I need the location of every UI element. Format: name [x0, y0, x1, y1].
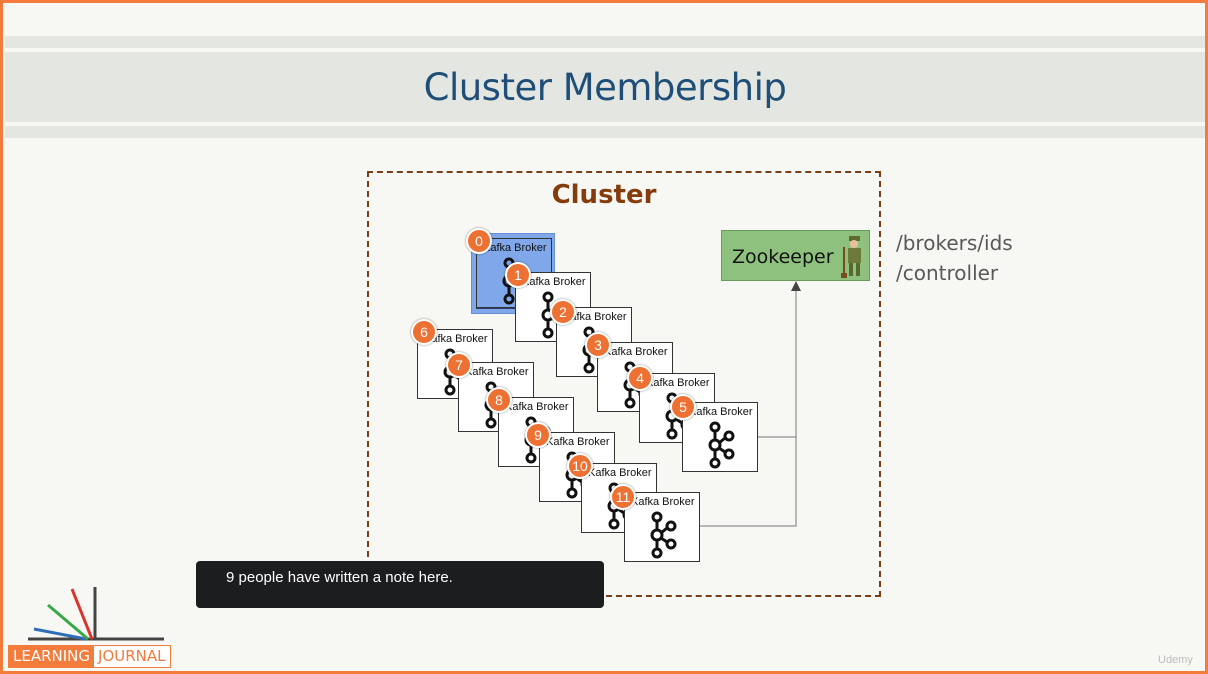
toast-text: 9 people have written a note here. — [226, 569, 453, 586]
broker-id-badge-8: 8 — [486, 387, 512, 413]
zookeeper-keeper-icon — [841, 236, 861, 278]
broker-id-badge-7: 7 — [446, 352, 472, 378]
udemy-watermark: Udemy — [1158, 654, 1193, 666]
notes-toast[interactable]: 9 people have written a note here. — [196, 561, 604, 608]
kafka-broker-label: Kafka Broker — [522, 276, 586, 288]
cluster-box — [367, 171, 881, 597]
kafka-broker-label: Kafka Broker — [465, 366, 529, 378]
path-controller: /controller — [896, 261, 999, 285]
title-band-bottom — [5, 126, 1205, 138]
kafka-broker-label: Kafka Broker — [424, 333, 488, 345]
kafka-broker-label: Kafka Broker — [689, 406, 753, 418]
kafka-broker-label: Kafka Broker — [505, 401, 569, 413]
kafka-broker-label: Kafka Broker — [631, 496, 695, 508]
kafka-broker-label: Kafka Broker — [646, 377, 710, 389]
logo-word-learning: LEARNING — [9, 646, 95, 667]
kafka-broker-label: Kafka Broker — [483, 242, 547, 254]
broker-id-badge-0: 0 — [466, 228, 492, 254]
broker-id-badge-10: 10 — [567, 453, 593, 479]
kafka-broker-11: Kafka Broker — [624, 492, 700, 562]
title-band: Cluster Membership — [5, 52, 1205, 122]
logo-word-journal: JOURNAL — [94, 646, 170, 667]
broker-id-badge-11: 11 — [610, 484, 636, 510]
cluster-label: Cluster — [551, 180, 657, 210]
broker-id-badge-5: 5 — [670, 394, 696, 420]
zookeeper-paths: /brokers/ids /controller — [896, 228, 1013, 288]
path-brokers-ids: /brokers/ids — [896, 231, 1013, 255]
broker-id-badge-4: 4 — [627, 365, 653, 391]
zookeeper-label: Zookeeper — [732, 246, 834, 268]
broker-id-badge-6: 6 — [411, 319, 437, 345]
kafka-broker-label: Kafka Broker — [546, 436, 610, 448]
kafka-broker-5: Kafka Broker — [682, 402, 758, 472]
logo-wordmark: LEARNING JOURNAL — [8, 645, 171, 668]
kafka-broker-label: Kafka Broker — [604, 346, 668, 358]
broker-id-badge-9: 9 — [525, 422, 551, 448]
title-band-top — [5, 36, 1205, 48]
kafka-broker-label: Kafka Broker — [563, 311, 627, 323]
zookeeper-box: Zookeeper — [721, 230, 870, 281]
broker-id-badge-3: 3 — [585, 332, 611, 358]
broker-id-badge-1: 1 — [505, 262, 531, 288]
learning-journal-logo-icon — [28, 587, 164, 641]
broker-id-badge-2: 2 — [550, 299, 576, 325]
slide-title: Cluster Membership — [423, 65, 787, 109]
kafka-broker-label: Kafka Broker — [588, 467, 652, 479]
